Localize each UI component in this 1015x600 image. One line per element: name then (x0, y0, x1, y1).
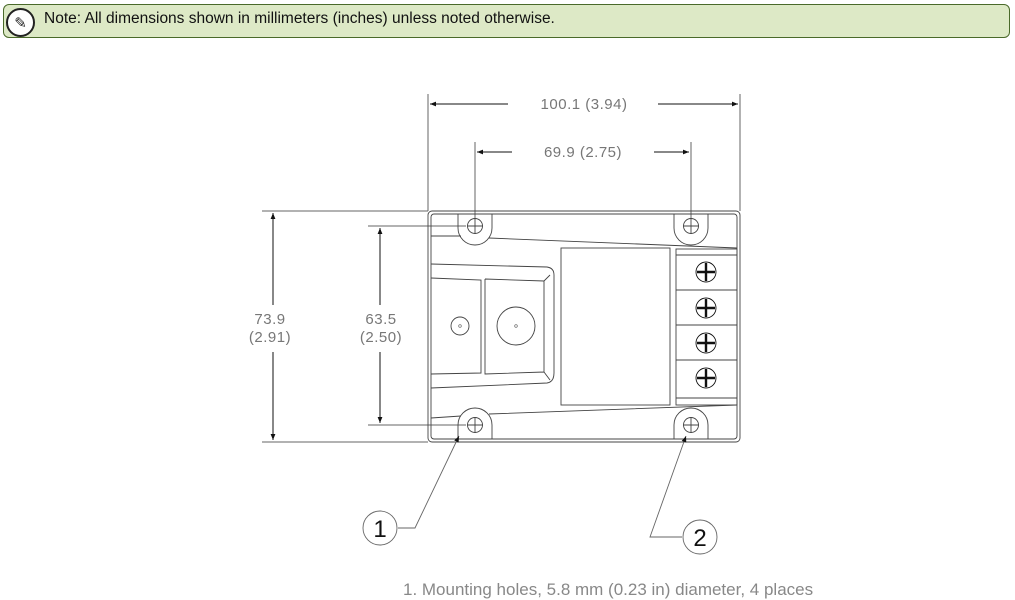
pencil-icon: ✎ (6, 8, 35, 37)
note-text: Note: All dimensions shown in millimeter… (44, 10, 555, 27)
dim-hole-spacing-height-mm: 63.5 (365, 311, 396, 328)
screw-icon (695, 261, 717, 283)
mounting-hole-icon (683, 417, 699, 433)
mounting-hole-icon (467, 417, 483, 433)
dim-hole-spacing-height-in: (2.50) (360, 329, 402, 346)
dim-hole-spacing-width: 69.9 (2.75) (544, 144, 622, 161)
dimension-lines (270, 101, 738, 440)
mounting-holes (467, 218, 699, 433)
balloon-1-label: 1 (373, 516, 386, 543)
screw-icon (695, 332, 717, 354)
footnote-1: 1. Mounting holes, 5.8 mm (0.23 in) diam… (403, 580, 814, 599)
screw-icon (695, 297, 717, 319)
enclosure-outline (427, 210, 741, 443)
note-box: ✎ Note: All dimensions shown in millimet… (3, 4, 1010, 38)
dim-overall-height-in: (2.91) (249, 329, 291, 346)
balloon-1 (362, 510, 398, 546)
mounting-hole-icon (467, 218, 483, 234)
screw-icon (695, 367, 717, 389)
dim-overall-width: 100.1 (3.94) (541, 96, 628, 113)
mounting-hole-icon (683, 218, 699, 234)
terminal-screws (695, 261, 717, 389)
dim-overall-height-mm: 73.9 (254, 311, 285, 328)
balloon-2-label: 2 (693, 525, 706, 552)
balloon-2 (682, 519, 718, 555)
